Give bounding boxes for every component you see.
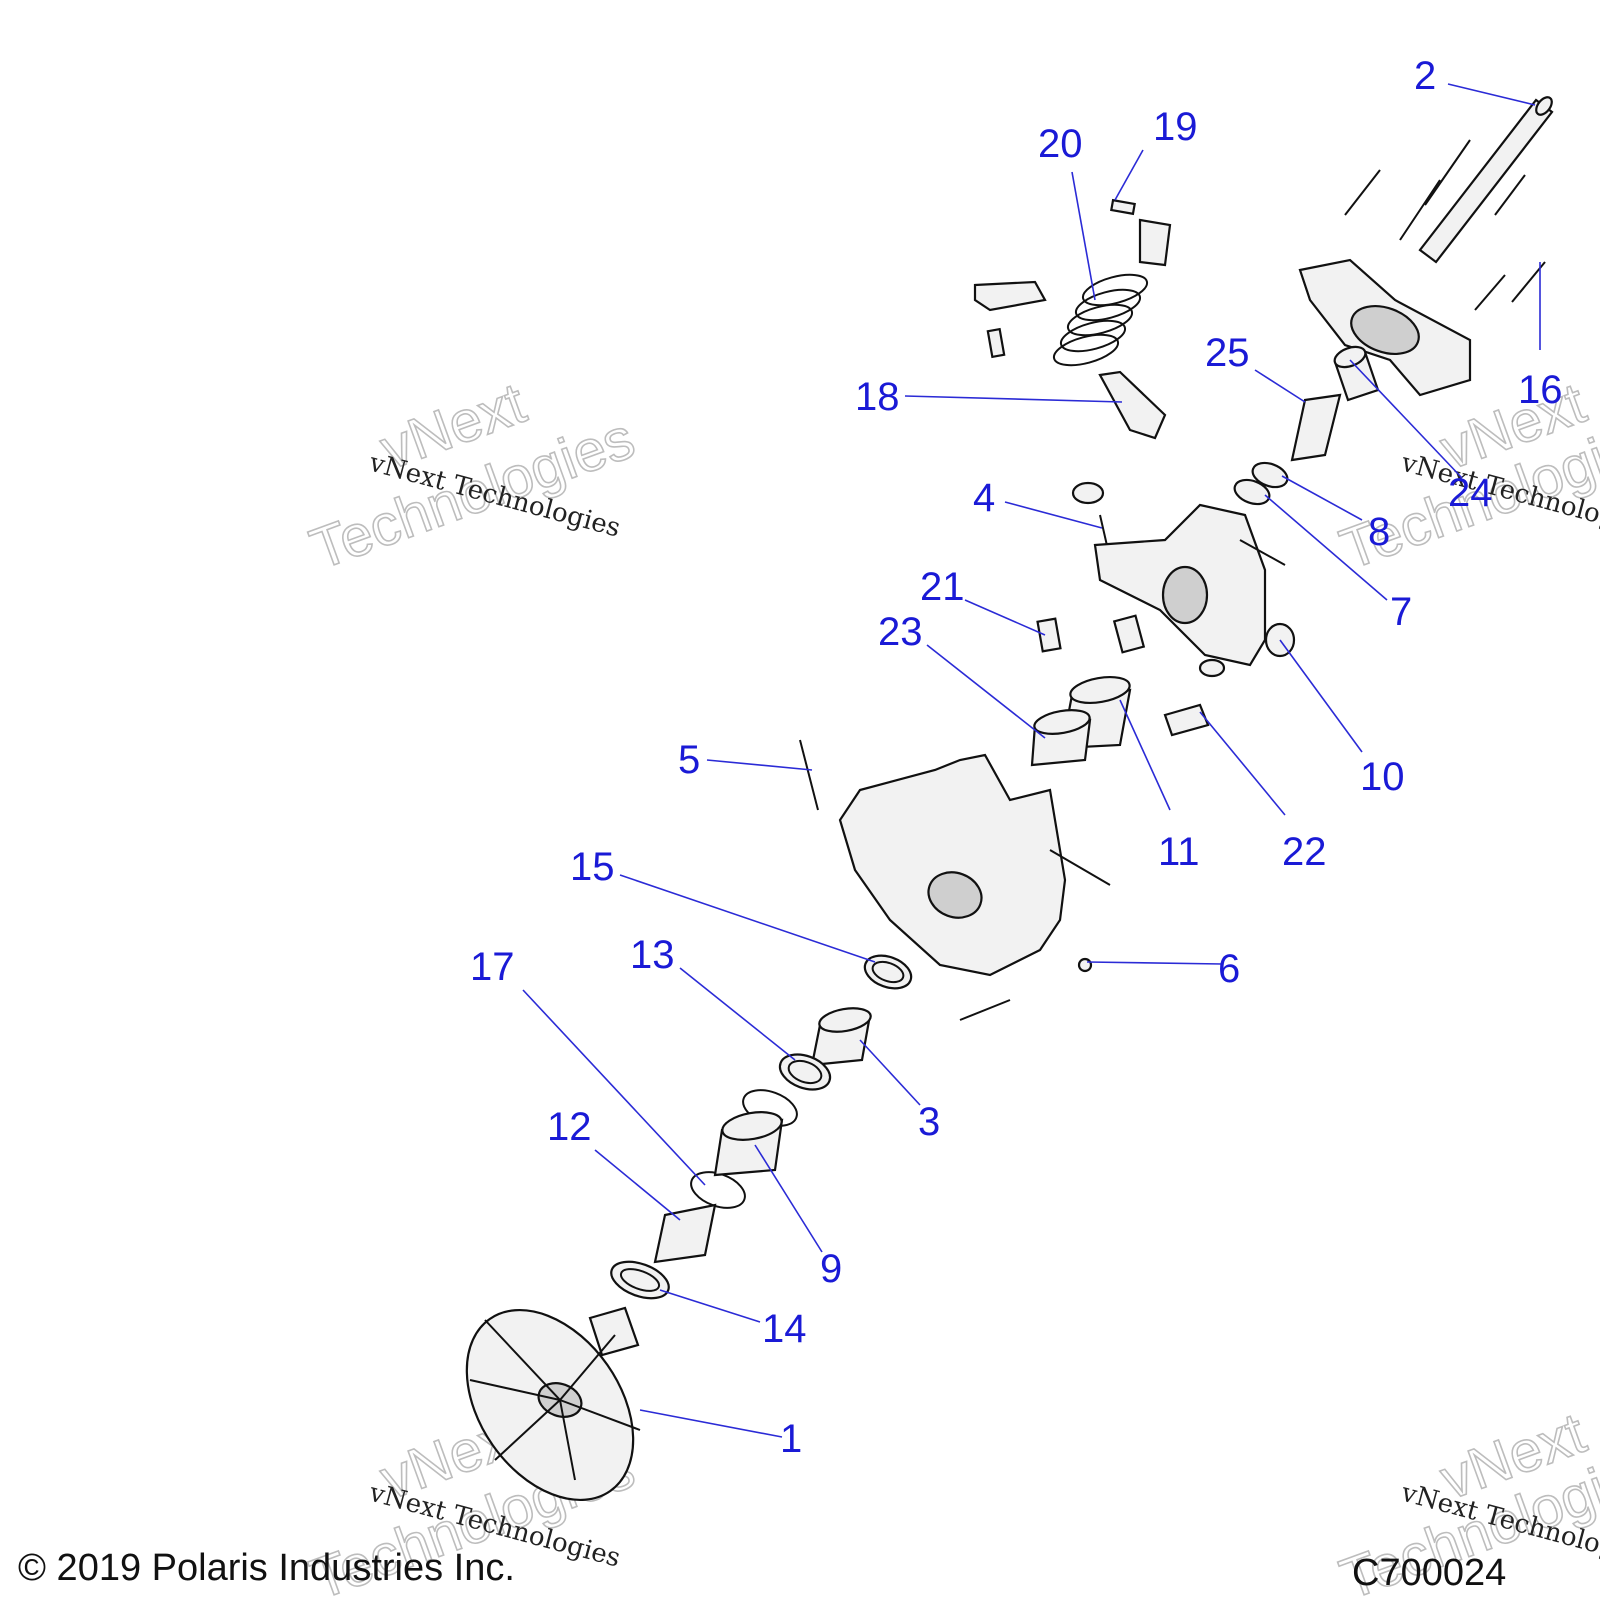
callout-7: 7 <box>1390 590 1412 634</box>
part-14-ring <box>610 1260 670 1300</box>
callout-11: 11 <box>1158 830 1200 874</box>
callout-2: 2 <box>1414 54 1436 98</box>
watermark-top-left: vNext Technologies vNext Technologies <box>301 370 643 583</box>
part-pin-lower <box>959 999 1011 1021</box>
part-19-pin <box>1110 198 1136 216</box>
part-4-spider <box>1071 481 1296 678</box>
callout-18: 18 <box>855 375 900 419</box>
callout-6: 6 <box>1218 947 1240 991</box>
part-21-spring <box>1036 614 1146 654</box>
part-12-spacer <box>653 1203 717 1264</box>
part-20-spring <box>1052 273 1149 367</box>
callout-5: 5 <box>678 738 700 782</box>
part-moveable-sheave <box>838 753 1111 977</box>
part-6-nub <box>1077 957 1093 973</box>
callout-19: 19 <box>1153 105 1198 149</box>
callout-8: 8 <box>1368 510 1390 554</box>
part-16-bolts <box>1474 261 1546 311</box>
part-5-pin <box>799 739 819 811</box>
leader-lines <box>522 83 1541 1438</box>
callout-4: 4 <box>973 476 995 520</box>
callout-23: 23 <box>878 610 923 654</box>
callout-10: 10 <box>1360 755 1405 799</box>
part-2-shaft <box>1418 96 1554 264</box>
callout-3: 3 <box>918 1100 940 1144</box>
callout-20: 20 <box>1038 122 1083 166</box>
callout-14: 14 <box>762 1307 807 1351</box>
part-9-bushing <box>713 1111 784 1177</box>
callout-16: 16 <box>1518 368 1563 412</box>
part-25-tube <box>1290 393 1342 462</box>
part-spider-plate <box>1298 258 1472 397</box>
part-roller-upper <box>1138 218 1172 267</box>
callout-12: 12 <box>547 1105 592 1149</box>
part-pin-small <box>986 327 1006 359</box>
callout-labels: 2 19 20 18 25 16 24 8 7 4 21 23 10 11 22… <box>470 54 1563 1461</box>
callout-17: 17 <box>470 945 515 989</box>
part-7-8-washers <box>1233 461 1289 506</box>
callout-9: 9 <box>820 1247 842 1291</box>
part-weight-upper <box>973 280 1047 312</box>
callout-24: 24 <box>1448 471 1493 515</box>
part-23-bushing <box>1030 709 1092 767</box>
part-bolts-upper <box>1344 139 1526 241</box>
part-15-seal <box>863 954 913 990</box>
part-3-bushing <box>810 1007 872 1067</box>
callout-25: 25 <box>1205 331 1250 375</box>
part-13-washer <box>778 1053 832 1091</box>
part-22-roller <box>1163 703 1210 737</box>
callout-13: 13 <box>630 933 675 977</box>
callout-15: 15 <box>570 845 615 889</box>
callout-1: 1 <box>780 1417 802 1461</box>
callout-22: 22 <box>1282 830 1327 874</box>
part-1-stationary-sheave <box>465 1306 641 1502</box>
callout-21: 21 <box>920 565 965 609</box>
drawing-id: C700024 <box>1352 1552 1506 1594</box>
copyright-text: © 2019 Polaris Industries Inc. <box>18 1547 515 1589</box>
part-18-weight <box>1098 370 1167 440</box>
